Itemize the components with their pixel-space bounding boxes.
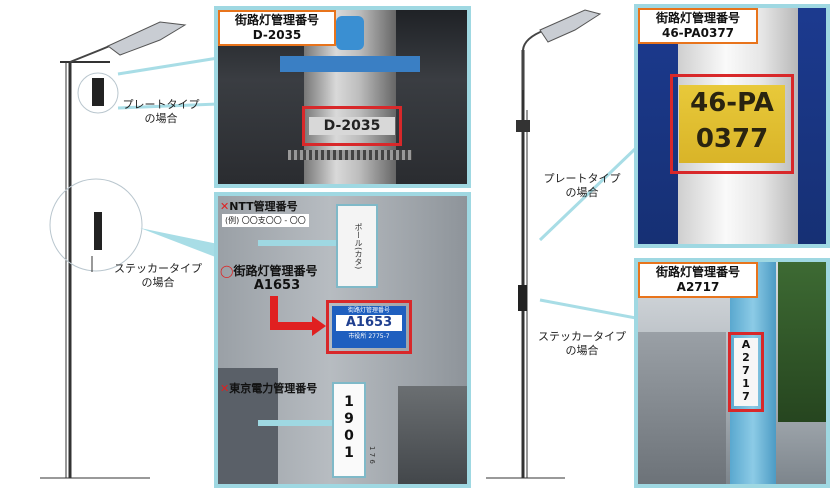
right-plate-label-number: 46-PA0377 <box>661 26 735 40</box>
red-arrow-head <box>312 316 326 336</box>
tepco-tag: 1 9 0 1 <box>332 382 366 478</box>
street-sticker-number: A1653 <box>336 315 402 331</box>
left-plate-caption: プレートタイプ の場合 <box>122 98 200 125</box>
metal-band <box>288 150 412 160</box>
right-sticker-caption: ステッカータイプ の場合 <box>538 330 626 357</box>
ntt-title: ✕NTT管理番号 <box>220 198 298 214</box>
right-plate-tag-line1: 46-PA <box>690 88 774 118</box>
blue-bracket <box>336 16 364 50</box>
background-structure <box>638 332 726 484</box>
street-sticker-bottom: 市役所 2775-7 <box>348 333 390 340</box>
street-sticker-top: 街路灯管理番号 <box>347 307 390 314</box>
ntt-title-text: NTT管理番号 <box>229 200 298 213</box>
ntt-arrow <box>258 240 336 246</box>
tepco-title-text: 東京電力管理番号 <box>229 382 318 395</box>
red-arrow-vertical <box>270 296 278 328</box>
right-plate-tag: 46-PA 0377 <box>679 85 785 163</box>
right-sticker-label-title: 街路灯管理番号 <box>655 265 740 279</box>
left-pole-drawing <box>40 21 219 479</box>
right-plate-label: 街路灯管理番号 46-PA0377 <box>638 8 758 44</box>
left-plate-label-title: 街路灯管理番号 <box>234 13 319 27</box>
tepco-mark: ✕ <box>220 382 230 395</box>
right-plate-caption: プレートタイプ の場合 <box>543 172 621 199</box>
right-plate-photo: 街路灯管理番号 46-PA0377 46-PA 0377 <box>634 4 830 248</box>
left-plate-highlight: D-2035 <box>302 106 402 146</box>
right-sticker-highlight: A 2 7 1 7 <box>728 332 764 412</box>
left-sticker-photo: ✕NTT管理番号 (例) 〇〇支〇〇 - 〇〇 ポール(カタ) ◯街路灯管理番号… <box>214 192 471 488</box>
right-sticker-label-number: A2717 <box>676 280 720 294</box>
street-sticker: 街路灯管理番号 A1653 市役所 2775-7 <box>332 306 406 348</box>
left-sticker-caption: ステッカータイプ の場合 <box>114 262 202 289</box>
right-sticker-tag: A 2 7 1 7 <box>734 338 758 406</box>
ntt-example: (例) 〇〇支〇〇 - 〇〇 <box>222 214 309 227</box>
street-title: ◯街路灯管理番号 <box>220 262 317 279</box>
tepco-title: ✕東京電力管理番号 <box>220 380 317 396</box>
right-plate-label-title: 街路灯管理番号 <box>655 11 740 25</box>
ntt-tag: ポール(カタ) <box>336 204 378 288</box>
left-plate-tag: D-2035 <box>309 117 395 135</box>
red-arrow-horizontal <box>270 322 314 330</box>
tepco-arrow <box>258 420 334 426</box>
right-pole-drawing <box>486 9 638 479</box>
ntt-mark: ✕ <box>220 200 230 213</box>
left-plate-photo: 街路灯管理番号 D-2035 D-2035 <box>214 6 471 188</box>
street-highlight: 街路灯管理番号 A1653 市役所 2775-7 <box>326 300 412 354</box>
background-building <box>398 386 467 484</box>
street-number: A1653 <box>253 278 301 293</box>
background-tree <box>778 262 826 422</box>
tepco-tag-side: 1 7 6 <box>368 446 376 464</box>
right-plate-tag-line2: 0377 <box>695 124 769 154</box>
right-sticker-label: 街路灯管理番号 A2717 <box>638 262 758 298</box>
left-plate-label: 街路灯管理番号 D-2035 <box>218 10 336 46</box>
background-wall <box>218 368 278 484</box>
blue-band <box>280 56 420 72</box>
right-plate-highlight: 46-PA 0377 <box>670 74 794 174</box>
street-mark: ◯ <box>220 264 234 278</box>
left-plate-label-number: D-2035 <box>252 28 302 42</box>
right-sticker-photo: 街路灯管理番号 A2717 A 2 7 1 7 <box>634 258 830 488</box>
street-title-text: 街路灯管理番号 <box>233 264 318 278</box>
